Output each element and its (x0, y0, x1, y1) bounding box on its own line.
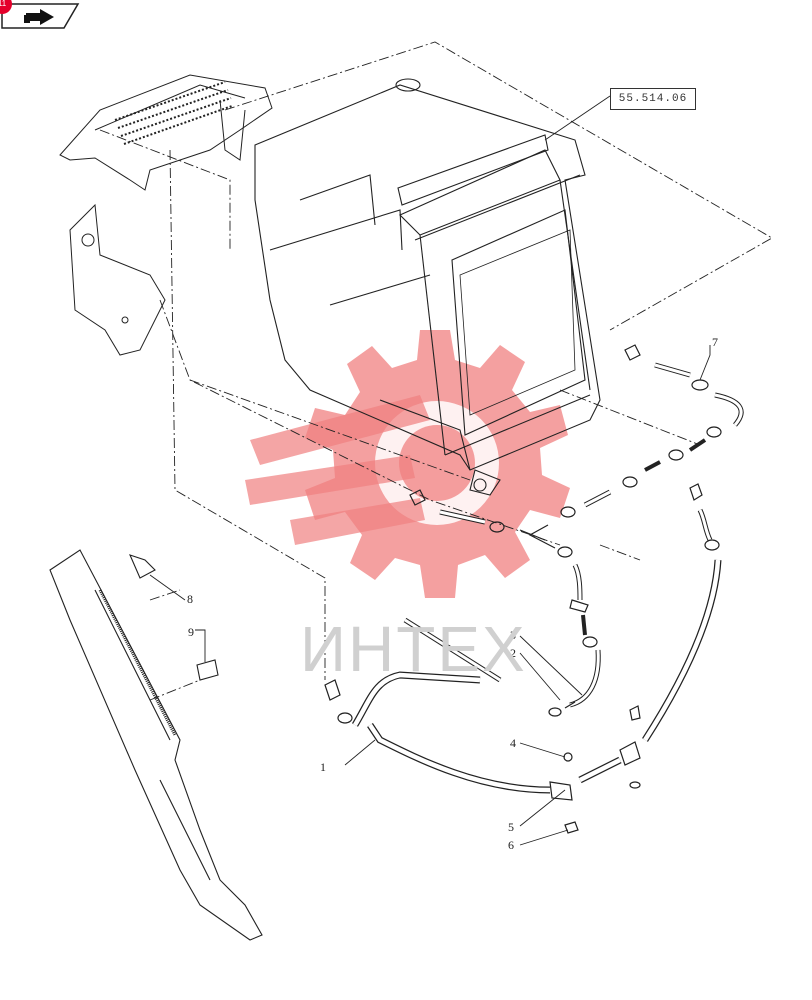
callout-3: 3 (510, 628, 516, 642)
callout-8: 8 (187, 592, 193, 606)
nav-tab[interactable]: 11 (0, 0, 80, 32)
watermark-text: ИНТЕХ (300, 613, 527, 685)
callout-9: 9 (188, 625, 194, 639)
callout-4: 4 (510, 736, 516, 750)
callout-2: 2 (510, 646, 516, 660)
page-badge: 11 (0, 0, 12, 14)
trim-panel (49, 549, 263, 941)
grille-holes (110, 105, 230, 140)
right-drain-hose (578, 483, 722, 789)
callout-7: 7 (712, 335, 718, 349)
grille-panel (59, 74, 273, 191)
callout-6: 6 (508, 838, 514, 852)
lower-hose-1 (324, 617, 579, 834)
cab-frame (254, 78, 601, 496)
leader-lines (149, 95, 711, 846)
assembly-guide-lines (99, 41, 773, 701)
side-panel (69, 203, 166, 356)
upper-hose-assembly (409, 344, 744, 708)
callout-5: 5 (508, 820, 514, 834)
callout-1: 1 (320, 760, 326, 774)
arrow-right-icon (24, 9, 54, 25)
reference-code-box[interactable]: 55.514.06 (610, 88, 696, 110)
